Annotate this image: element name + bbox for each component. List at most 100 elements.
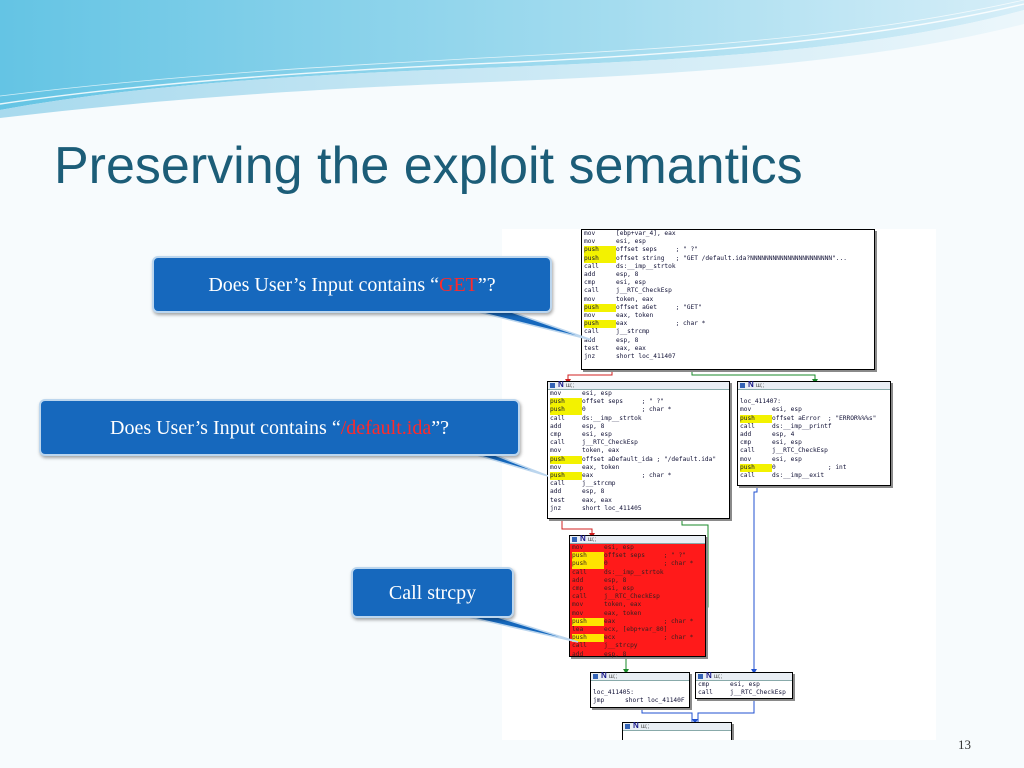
asm-mnemonic: mov — [740, 455, 752, 463]
asm-operands: ds:__imp__printf — [772, 422, 832, 430]
asm-operands: eax, eax — [616, 344, 646, 352]
asm-operands: short loc_41140F — [625, 697, 685, 705]
asm-mnemonic: call — [572, 568, 587, 576]
callout-text: Call strcpy — [388, 581, 477, 604]
asm-operands: esp, 8 — [582, 488, 605, 496]
asm-operands: esi, esp — [582, 390, 612, 397]
asm-operands: ecx, [ebp+var_80] — [604, 626, 668, 634]
asm-mnemonic: cmp — [572, 585, 584, 593]
asm-mnemonic: loc_411405: — [593, 689, 634, 697]
graph-node-icon — [593, 674, 598, 679]
asm-operands: eax ; char * — [582, 472, 672, 480]
graph-node-icon — [740, 383, 745, 388]
asm-mnemonic: push — [584, 246, 616, 255]
asm-mnemonic: call — [584, 287, 599, 295]
asm-mnemonic: add — [572, 576, 584, 584]
asm-line: loc_411405: — [591, 689, 689, 697]
asm-operands: eax ; char * — [616, 320, 706, 328]
asm-operands: esp, 8 — [616, 271, 639, 279]
asm-operands: [ebp+var_4], eax — [616, 230, 676, 237]
asm-operands: eax ; char * — [604, 617, 694, 625]
asm-operands: token, eax — [616, 295, 654, 303]
asm-mnemonic: push — [572, 617, 604, 627]
asm-line — [738, 390, 890, 398]
graph-node-icon — [572, 537, 577, 542]
asm-line: mov esi, esp — [582, 238, 874, 246]
asm-operands: j__strcmp — [582, 480, 616, 488]
asm-operands: eax, token — [616, 312, 654, 320]
asm-operands: offset seps ; " ?" — [616, 246, 698, 254]
asm-mnemonic: call — [740, 422, 755, 430]
asm-operands: j__RTC_CheckEsp — [582, 439, 638, 447]
asm-mnemonic: push — [740, 414, 772, 423]
asm-operands: offset seps ; " ?" — [604, 552, 686, 560]
asm-operands: ds:__imp__strtok — [616, 262, 676, 270]
asm-mnemonic: test — [550, 496, 565, 504]
asm-operands: esi, esp — [616, 238, 646, 246]
asm-mnemonic: push — [584, 303, 616, 313]
asm-mnemonic: mov — [584, 295, 596, 303]
asm-mnemonic: add — [572, 650, 584, 658]
asm-operands: ds:__imp__strtok — [582, 414, 642, 422]
asm-mnemonic: add — [740, 431, 752, 439]
asm-mnemonic: call — [550, 414, 565, 422]
asm-mnemonic: call — [698, 689, 713, 697]
asm-mnemonic: push — [572, 560, 604, 569]
asm-operands: offset seps ; " ?" — [582, 398, 664, 406]
asm-operands: esi, esp — [730, 681, 760, 688]
asm-operands: esi, esp — [604, 544, 634, 551]
asm-operands: offset string ; "GET /default.ida?NNNNNN… — [616, 254, 847, 262]
asm-line: mov esi, esp — [738, 406, 890, 414]
asm-operands: 0 ; int — [772, 463, 847, 471]
asm-operands: esi, esp — [772, 406, 802, 414]
asm-mnemonic: push — [584, 320, 616, 329]
asm-mnemonic: mov — [740, 406, 752, 414]
asm-operands: eax, token — [582, 463, 620, 471]
asm-operands: esi, esp — [772, 455, 802, 463]
asm-mnemonic: cmp — [740, 439, 752, 447]
asm-mnemonic: call — [740, 447, 755, 455]
asm-mnemonic: call — [550, 439, 565, 447]
asm-line: call ds:__imp__printf — [738, 423, 890, 431]
asm-mnemonic: mov — [584, 238, 596, 246]
asm-mnemonic: call — [740, 472, 755, 480]
asm-mnemonic: push — [584, 254, 616, 263]
asm-mnemonic: mov — [584, 230, 596, 237]
asm-mnemonic: push — [572, 634, 604, 643]
